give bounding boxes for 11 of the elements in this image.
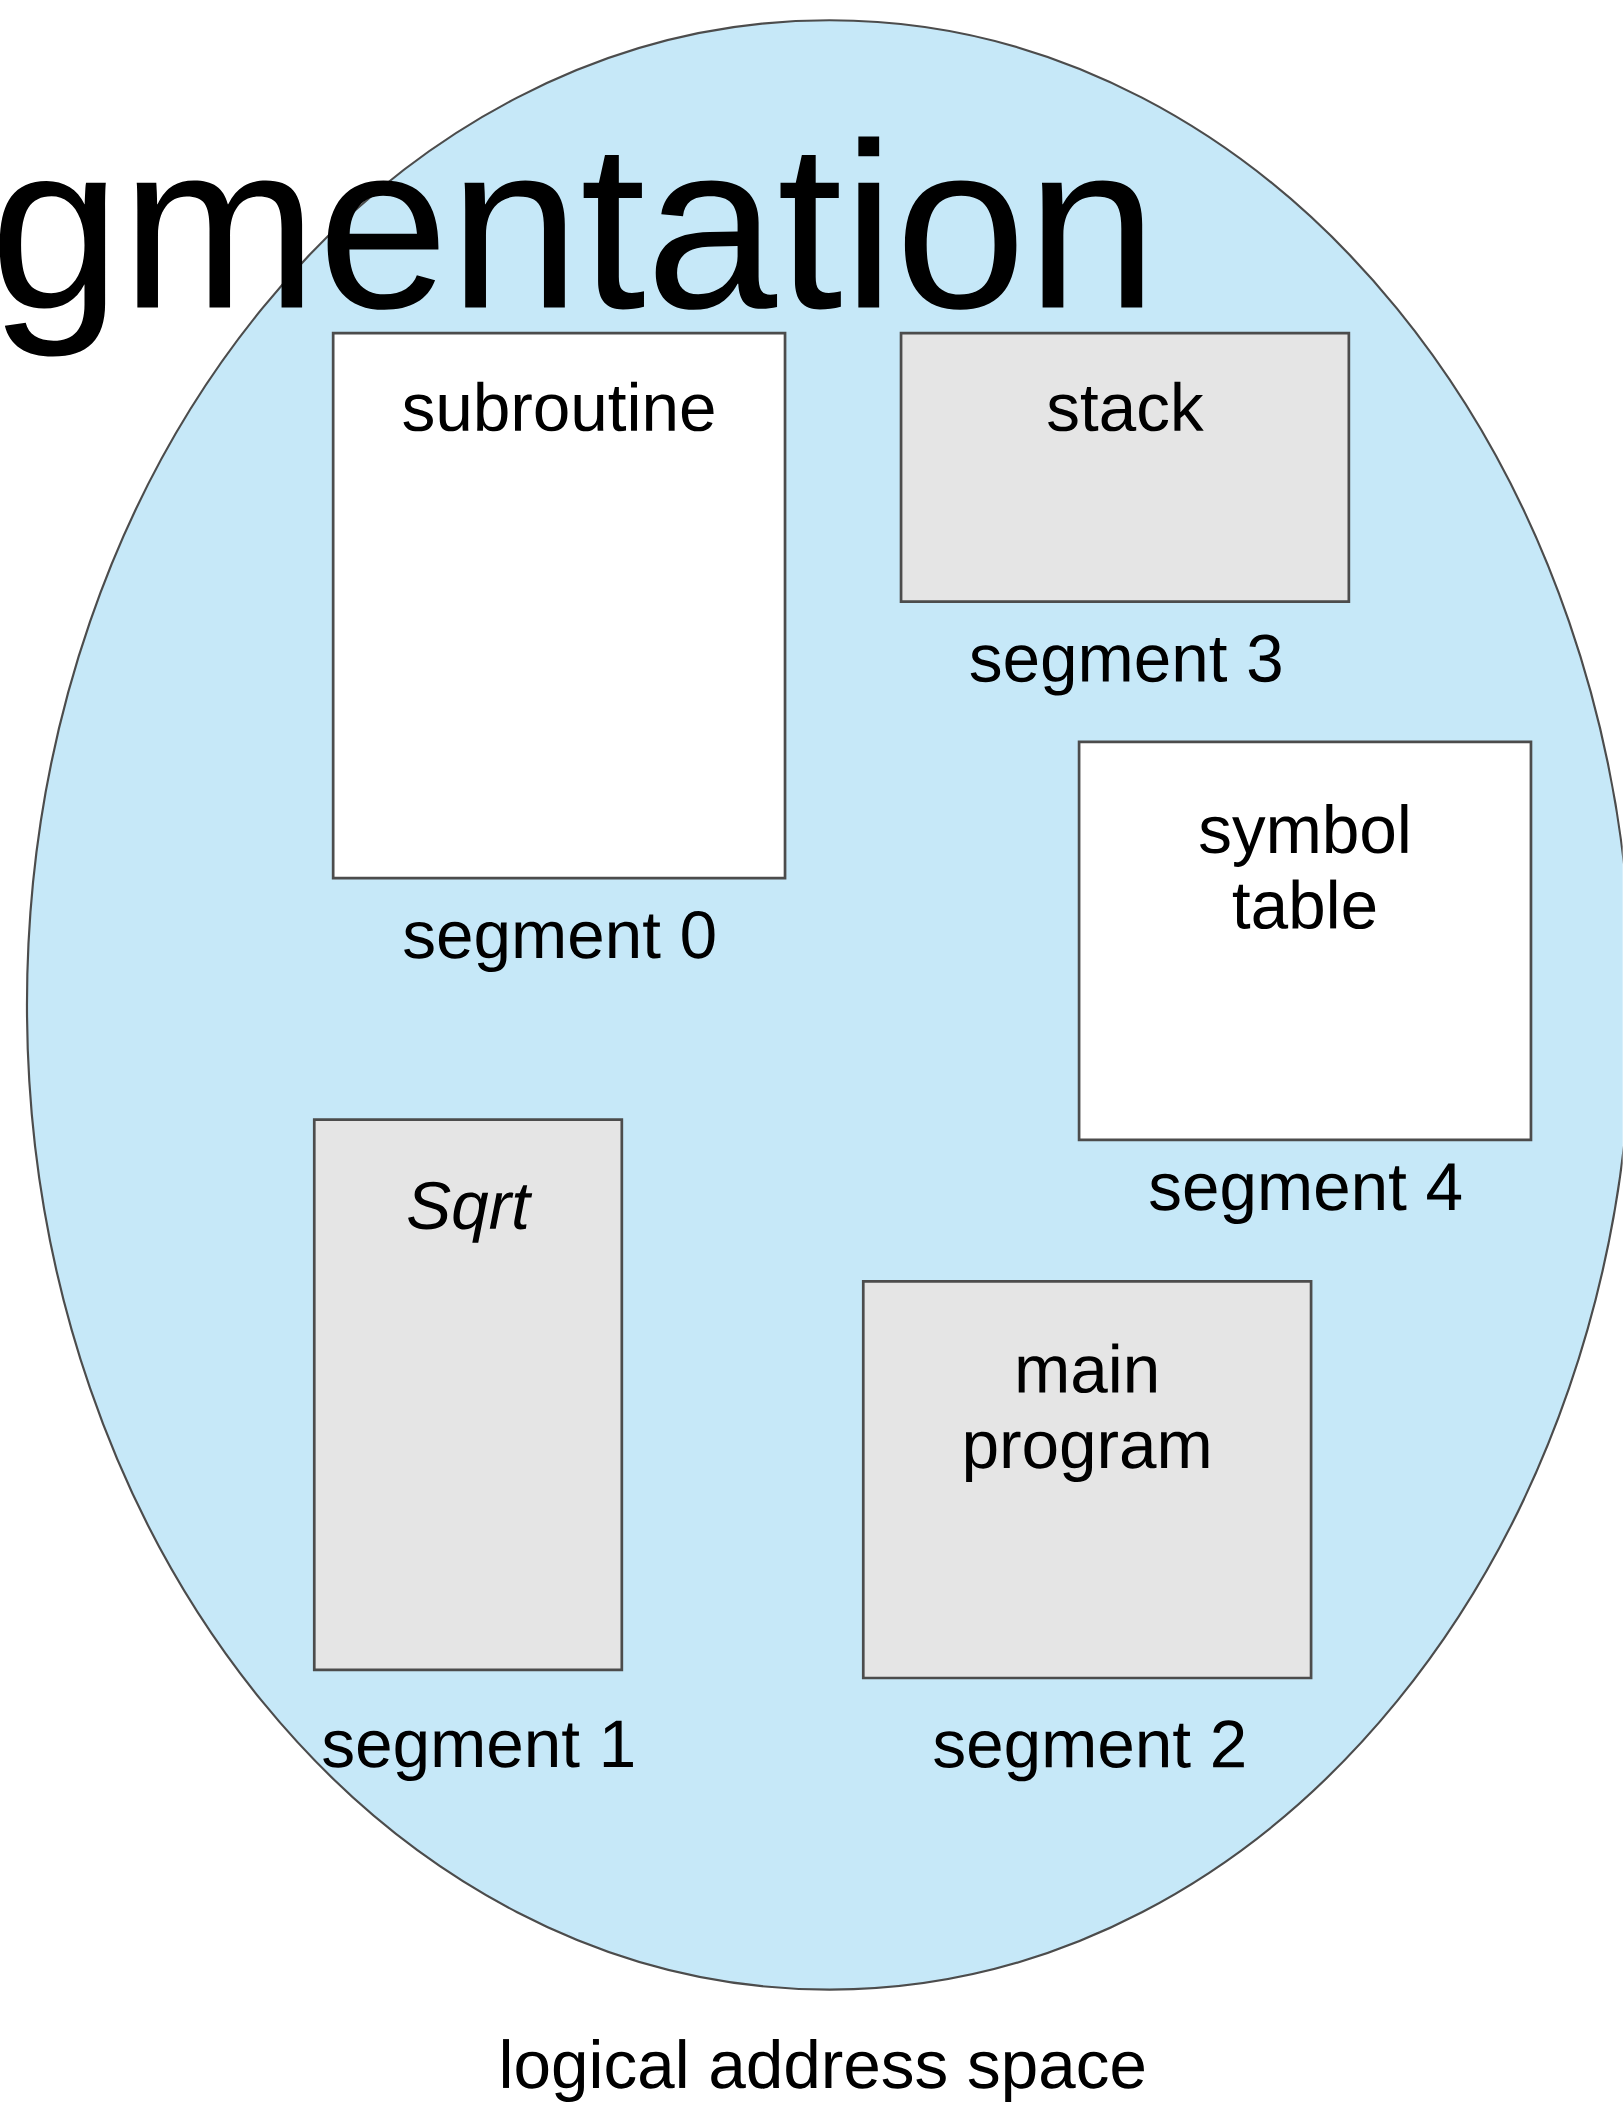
segment-box: subroutine [331, 331, 787, 880]
node-label: logical address space [503, 2039, 1145, 2102]
segment-label: segment 1 [323, 1720, 634, 1781]
segment-label: segment 3 [970, 634, 1281, 696]
segment-box: Sqrt [313, 1118, 624, 1672]
segment-box: stack [899, 331, 1351, 603]
segment-label: segment 2 [934, 1720, 1244, 1782]
segment-box: main program [862, 1280, 1313, 1680]
segment-label: segment 4 [1150, 1163, 1462, 1224]
segment-label: segment 0 [404, 911, 715, 973]
segment-box: symbol table [1077, 740, 1533, 1142]
